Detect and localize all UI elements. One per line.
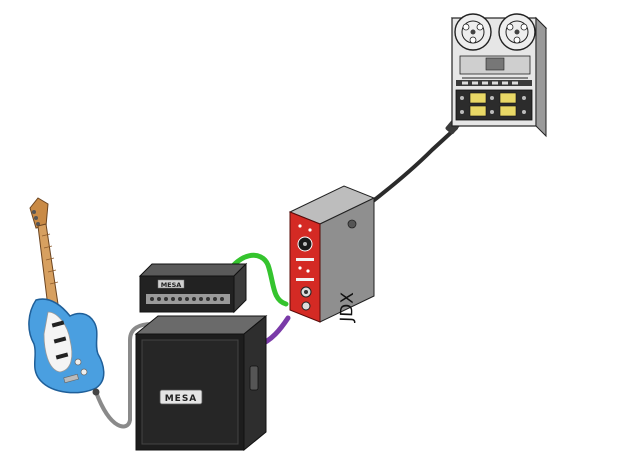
cabinet-badge: MESA [165, 394, 198, 404]
right-reel [498, 13, 536, 51]
speaker-cabinet-icon: MESA [134, 314, 268, 452]
vu-meter [499, 105, 517, 117]
vu-meter [499, 92, 517, 104]
electric-guitar-icon [28, 197, 105, 396]
di-label: JDX [337, 291, 358, 323]
left-reel [454, 13, 492, 51]
di-faceplate [289, 211, 321, 323]
vu-meter [469, 92, 487, 104]
reel-to-reel-icon [450, 13, 548, 138]
amp-to-di-cable [219, 252, 289, 307]
amp-head-icon: MESA [138, 262, 248, 314]
guitar-to-cab-cable [94, 322, 172, 429]
vu-meter [469, 105, 487, 117]
amp-head-brand: MESA [161, 281, 182, 289]
di-box-icon: JDX [288, 185, 376, 323]
